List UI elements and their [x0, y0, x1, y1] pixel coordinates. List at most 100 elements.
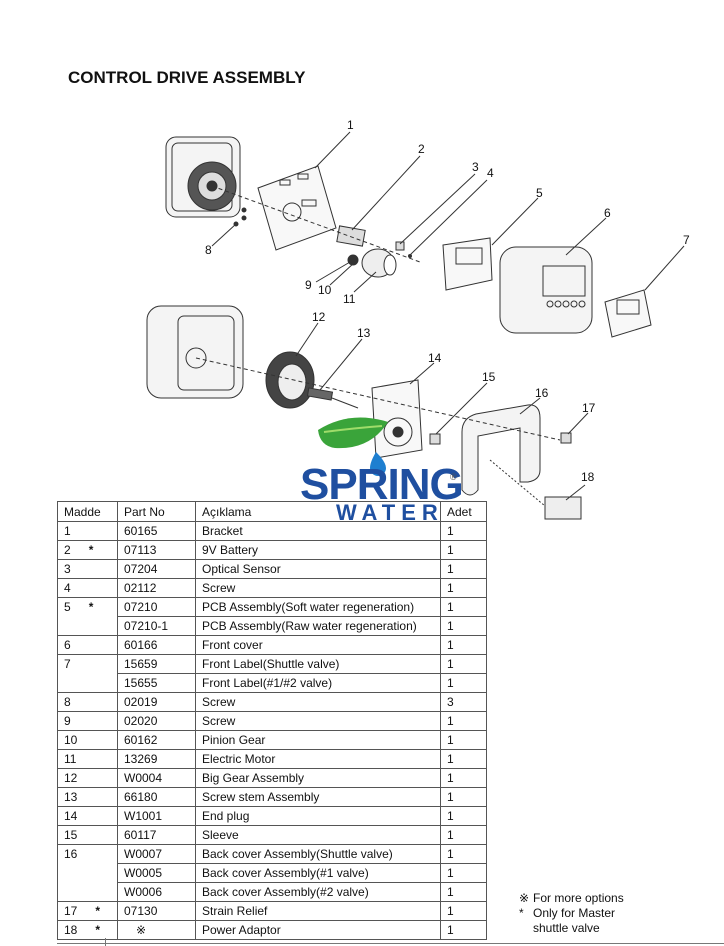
item-number: 4 — [64, 581, 71, 595]
cell-aciklama: Back cover Assembly(Shuttle valve) — [195, 844, 441, 864]
cell-adet: 1 — [440, 749, 487, 769]
cell-madde: 14 — [57, 806, 118, 826]
callout-5: 5 — [536, 186, 543, 200]
bottom-tick — [105, 938, 106, 946]
master-only-star-icon: * — [88, 543, 94, 557]
callout-9: 9 — [305, 278, 312, 292]
cell-part-no: 60162 — [117, 730, 196, 750]
item-number: 7 — [64, 657, 71, 672]
cell-aciklama: Back cover Assembly(#1 valve) — [195, 863, 441, 883]
housing-top-left — [165, 136, 241, 218]
item-number: 3 — [64, 562, 71, 576]
cell-aciklama: 9V Battery — [195, 540, 441, 560]
cell-aciklama: PCB Assembly(Soft water regeneration) — [195, 597, 441, 617]
bottom-divider — [57, 943, 724, 944]
item-number: 9 — [64, 714, 71, 728]
cell-adet: 1 — [440, 578, 487, 598]
callout-16: 16 — [535, 386, 549, 400]
cell-aciklama: Front Label(#1/#2 valve) — [195, 673, 441, 693]
cell-adet: 1 — [440, 825, 487, 845]
cell-adet: 1 — [440, 673, 487, 693]
cell-adet: 1 — [440, 711, 487, 731]
cell-madde: 6 — [57, 635, 118, 655]
cell-aciklama: Strain Relief — [195, 901, 441, 921]
callout-11: 11 — [343, 292, 356, 306]
cell-part-no: 13269 — [117, 749, 196, 769]
cell-adet: 1 — [440, 635, 487, 655]
item-number: 16 — [64, 847, 78, 862]
legend-symbol: ※ — [519, 891, 530, 905]
item-number: 11 — [64, 752, 77, 766]
cell-madde — [57, 863, 118, 883]
cell-madde: 13 — [57, 787, 118, 807]
header-part-no: Part No — [117, 501, 196, 522]
header-aciklama: Açıklama — [195, 501, 441, 522]
cell-madde: 1 — [57, 521, 118, 541]
table-header-row: Madde Part No Açıklama Adet — [57, 501, 487, 522]
cell-adet: 1 — [440, 844, 487, 864]
cell-adet: 1 — [440, 654, 487, 674]
cell-adet: 3 — [440, 692, 487, 712]
cell-part-no: W0007 — [117, 844, 196, 864]
legend-text: Only for Master — [533, 906, 616, 920]
cell-aciklama: Electric Motor — [195, 749, 441, 769]
cell-aciklama: Screw — [195, 692, 441, 712]
cell-part-no: 07204 — [117, 559, 196, 579]
cell-adet: 1 — [440, 616, 487, 636]
cell-madde — [57, 616, 118, 636]
header-madde: Madde — [57, 501, 118, 522]
callout-8: 8 — [205, 243, 212, 257]
cell-madde: 9 — [57, 711, 118, 731]
cell-part-no: 02112 — [117, 578, 196, 598]
cell-aciklama: Screw — [195, 578, 441, 598]
cell-madde: 18* — [57, 920, 118, 940]
cell-part-no: 15659 — [117, 654, 196, 674]
cell-part-no: 60166 — [117, 635, 196, 655]
master-only-star-icon: * — [95, 923, 101, 937]
callout-18: 18 — [581, 470, 595, 484]
cell-madde — [57, 673, 118, 693]
master-only-star-icon: * — [88, 600, 94, 615]
callout-13: 13 — [357, 326, 371, 340]
cell-adet: 1 — [440, 559, 487, 579]
cell-madde: 10 — [57, 730, 118, 750]
item-number: 12 — [64, 771, 78, 785]
item-number: 6 — [64, 638, 71, 652]
legend-symbol: * — [519, 906, 524, 920]
cell-madde: 11 — [57, 749, 118, 769]
cell-adet: 1 — [440, 730, 487, 750]
cell-madde: 12 — [57, 768, 118, 788]
cell-aciklama: Back cover Assembly(#2 valve) — [195, 882, 441, 902]
cell-madde: 15 — [57, 825, 118, 845]
cell-madde: 4 — [57, 578, 118, 598]
cell-aciklama: Screw — [195, 711, 441, 731]
item-number: 10 — [64, 733, 78, 747]
cell-aciklama: Screw stem Assembly — [195, 787, 441, 807]
item-number: 8 — [64, 695, 71, 709]
cell-adet: 1 — [440, 806, 487, 826]
callout-3: 3 — [472, 160, 479, 174]
cell-adet: 1 — [440, 521, 487, 541]
cell-aciklama: Sleeve — [195, 825, 441, 845]
callout-2: 2 — [418, 142, 425, 156]
cell-part-no: 07210-1 — [117, 616, 196, 636]
legend-text: For more options — [533, 891, 624, 905]
cell-adet: 1 — [440, 863, 487, 883]
callout-17: 17 — [582, 401, 596, 415]
